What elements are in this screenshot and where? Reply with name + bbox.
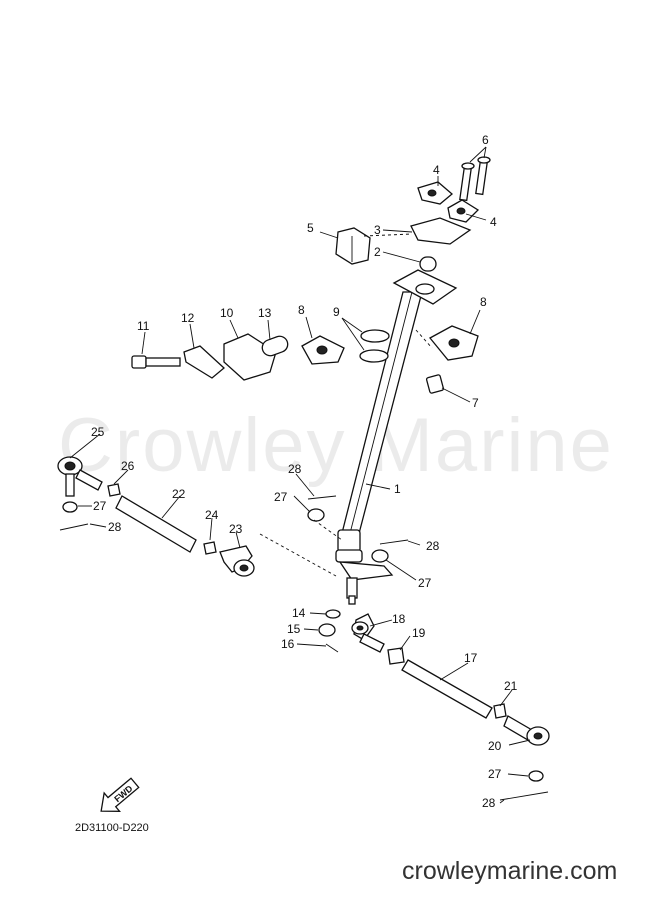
callout-27-left: 27 [93, 499, 107, 513]
callout-23: 23 [229, 522, 243, 536]
mid-hardware [131, 325, 479, 394]
diagram-code: 2D31100-D220 [75, 822, 149, 834]
fwd-arrow: FWD [100, 777, 140, 812]
callout-28-mid: 28 [288, 462, 302, 476]
callout-28-left: 28 [108, 520, 122, 534]
upper-clamp [335, 156, 491, 272]
callout-9: 9 [333, 305, 340, 319]
callout-28-right: 28 [426, 539, 440, 553]
callout-8-left: 8 [298, 303, 305, 317]
callout-21: 21 [504, 679, 518, 693]
callout-5: 5 [307, 221, 314, 235]
callout-12: 12 [181, 311, 195, 325]
callout-13: 13 [258, 306, 272, 320]
callout-18: 18 [392, 612, 406, 626]
callouts: 1 2 3 4 4 5 6 7 8 8 9 10 11 12 13 14 15 … [91, 133, 518, 810]
callout-28-lower: 28 [482, 796, 496, 810]
callout-27-lower: 27 [488, 767, 502, 781]
callout-1: 1 [394, 482, 401, 496]
callout-4-upper: 4 [433, 163, 440, 177]
leader-lines [69, 146, 531, 804]
watermark: Crowley Marine [58, 403, 614, 488]
callout-10: 10 [220, 306, 234, 320]
steering-column [335, 269, 458, 605]
site-url[interactable]: crowleymarine.com [402, 857, 618, 885]
callout-27-right: 27 [418, 576, 432, 590]
callout-27-mid: 27 [274, 490, 288, 504]
callout-2: 2 [374, 245, 381, 259]
callout-4-right: 4 [490, 215, 497, 229]
callout-19: 19 [412, 626, 426, 640]
callout-20: 20 [488, 739, 502, 753]
callout-3: 3 [374, 223, 381, 237]
left-tie-rod [57, 456, 337, 577]
callout-24: 24 [205, 508, 219, 522]
callout-8-right: 8 [480, 295, 487, 309]
callout-22: 22 [172, 487, 186, 501]
callout-26: 26 [121, 459, 135, 473]
callout-25: 25 [91, 425, 105, 439]
lower-links [318, 539, 550, 801]
callout-17: 17 [464, 651, 478, 665]
callout-6: 6 [482, 133, 489, 147]
callout-7: 7 [472, 396, 479, 410]
callout-16: 16 [281, 637, 295, 651]
callout-14: 14 [292, 606, 306, 620]
callout-11: 11 [137, 319, 150, 333]
callout-15: 15 [287, 622, 301, 636]
